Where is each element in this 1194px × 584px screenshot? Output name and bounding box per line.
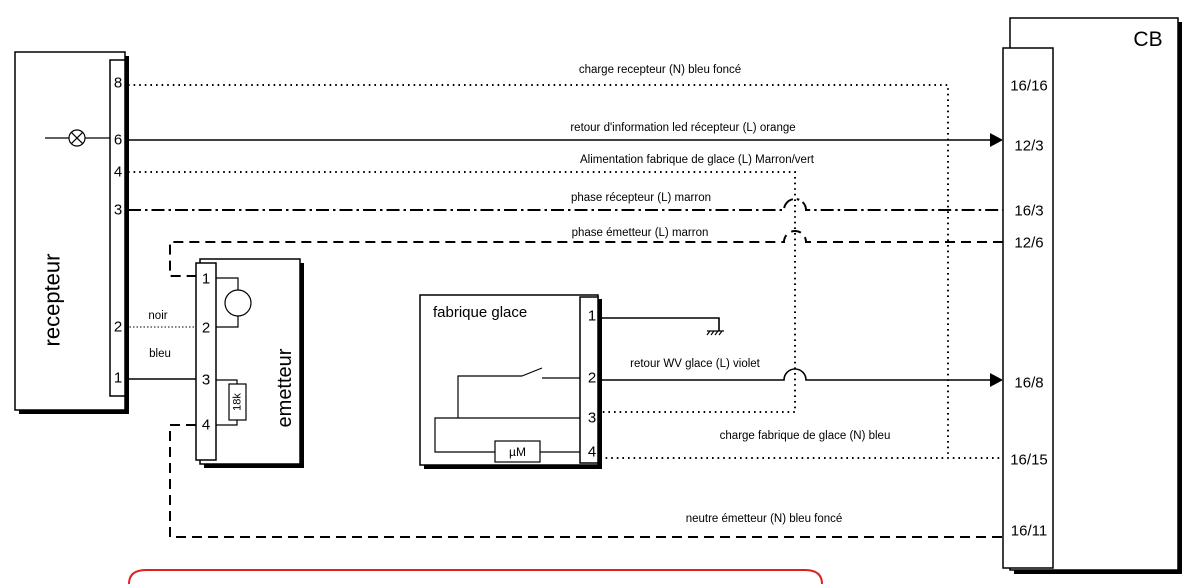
wire-label-phase-recepteur: phase récepteur (L) marron bbox=[571, 192, 711, 204]
recepteur-pin-6: 6 bbox=[114, 132, 122, 149]
emetteur-pin-2: 2 bbox=[202, 320, 210, 337]
motor-label: µM bbox=[509, 445, 526, 459]
fabrique-glace-connector bbox=[579, 296, 599, 464]
recepteur-pin-3: 3 bbox=[114, 202, 122, 219]
recepteur-pin-8: 8 bbox=[114, 75, 122, 92]
fabrique-glace-pin-2: 2 bbox=[588, 370, 596, 387]
emetteur-pin-4: 4 bbox=[202, 417, 210, 434]
emetteur-pin-1: 1 bbox=[202, 271, 210, 288]
arrowhead-12-3 bbox=[990, 133, 1003, 147]
emitter-coil-icon bbox=[216, 277, 252, 328]
emetteur-block: emetteur 18k 1 2 3 4 bbox=[195, 258, 304, 468]
cb-pin-16-11: 16/11 bbox=[1011, 523, 1047, 540]
emetteur-pin-3: 3 bbox=[202, 372, 210, 389]
resistor-icon: 18k bbox=[216, 379, 247, 426]
cb-pin-12-6: 12/6 bbox=[1014, 235, 1043, 252]
wire-label-bleu: bleu bbox=[149, 348, 171, 360]
arrowhead-16-8 bbox=[990, 373, 1003, 387]
fabrique-glace-box bbox=[419, 294, 599, 466]
recepteur-pin-1: 1 bbox=[114, 370, 122, 387]
wire-phase-emetteur bbox=[169, 230, 1003, 277]
wire-label-alimentation-fabrique: Alimentation fabrique de glace (L) Marro… bbox=[580, 154, 815, 166]
recepteur-block: recepteur 8 6 4 3 2 1 bbox=[14, 51, 129, 414]
wire-label-charge-fabrique: charge fabrique de glace (N) bleu bbox=[720, 430, 891, 442]
fabrique-glace-title: fabrique glace bbox=[433, 304, 527, 321]
wire-retour-wv-glace bbox=[600, 368, 990, 381]
highlight-frame bbox=[128, 569, 823, 584]
cb-pin-16-3: 16/3 bbox=[1014, 203, 1043, 220]
wire-neutre-emetteur bbox=[169, 424, 1003, 538]
fabrique-glace-pin-4: 4 bbox=[588, 444, 596, 461]
cb-connector bbox=[1002, 47, 1054, 569]
fabrique-glace-pin-1: 1 bbox=[588, 308, 596, 325]
wire-label-neutre-emetteur: neutre émetteur (N) bleu foncé bbox=[686, 513, 843, 525]
fabrique-glace-block: fabrique glace µM 1 2 3 4 bbox=[419, 294, 602, 469]
wire-label-retour-wv-glace: retour WV glace (L) violet bbox=[630, 358, 761, 370]
switch-icon bbox=[457, 367, 580, 418]
wire-phase-recepteur bbox=[128, 198, 1003, 211]
recepteur-connector bbox=[109, 59, 126, 397]
cb-pin-16-8: 16/8 bbox=[1014, 375, 1043, 392]
wire-label-noir: noir bbox=[148, 310, 167, 322]
cb-pin-16-16: 16/16 bbox=[1010, 78, 1048, 95]
fabrique-glace-pin-3: 3 bbox=[588, 410, 596, 427]
wire-label-retour-led: retour d'information led récepteur (L) o… bbox=[570, 122, 795, 134]
cb-pin-16-15: 16/15 bbox=[1010, 452, 1048, 469]
emetteur-title: emetteur bbox=[274, 348, 296, 427]
cb-pin-12-3: 12/3 bbox=[1014, 138, 1043, 155]
emetteur-connector bbox=[195, 262, 217, 461]
recepteur-title: recepteur bbox=[40, 254, 65, 347]
wire-label-phase-emetteur: phase émetteur (L) marron bbox=[572, 227, 709, 239]
recepteur-pin-4: 4 bbox=[114, 164, 122, 181]
resistor-value: 18k bbox=[232, 393, 244, 411]
wires bbox=[126, 84, 1003, 538]
cb-title: CB bbox=[1133, 28, 1162, 51]
wire-ground bbox=[600, 317, 720, 331]
ground-icon bbox=[706, 330, 724, 336]
recepteur-box bbox=[14, 51, 126, 411]
wire-labels: charge recepteur (N) bleu foncé retour d… bbox=[148, 64, 890, 525]
recepteur-pin-2: 2 bbox=[114, 319, 122, 336]
motor-icon: µM bbox=[434, 417, 580, 463]
lamp-icon bbox=[45, 129, 110, 147]
wire-label-charge-recepteur: charge recepteur (N) bleu foncé bbox=[579, 64, 741, 76]
cb-block: CB 16/16 12/3 16/3 12/6 16/8 16/15 16/11 bbox=[1002, 17, 1182, 574]
